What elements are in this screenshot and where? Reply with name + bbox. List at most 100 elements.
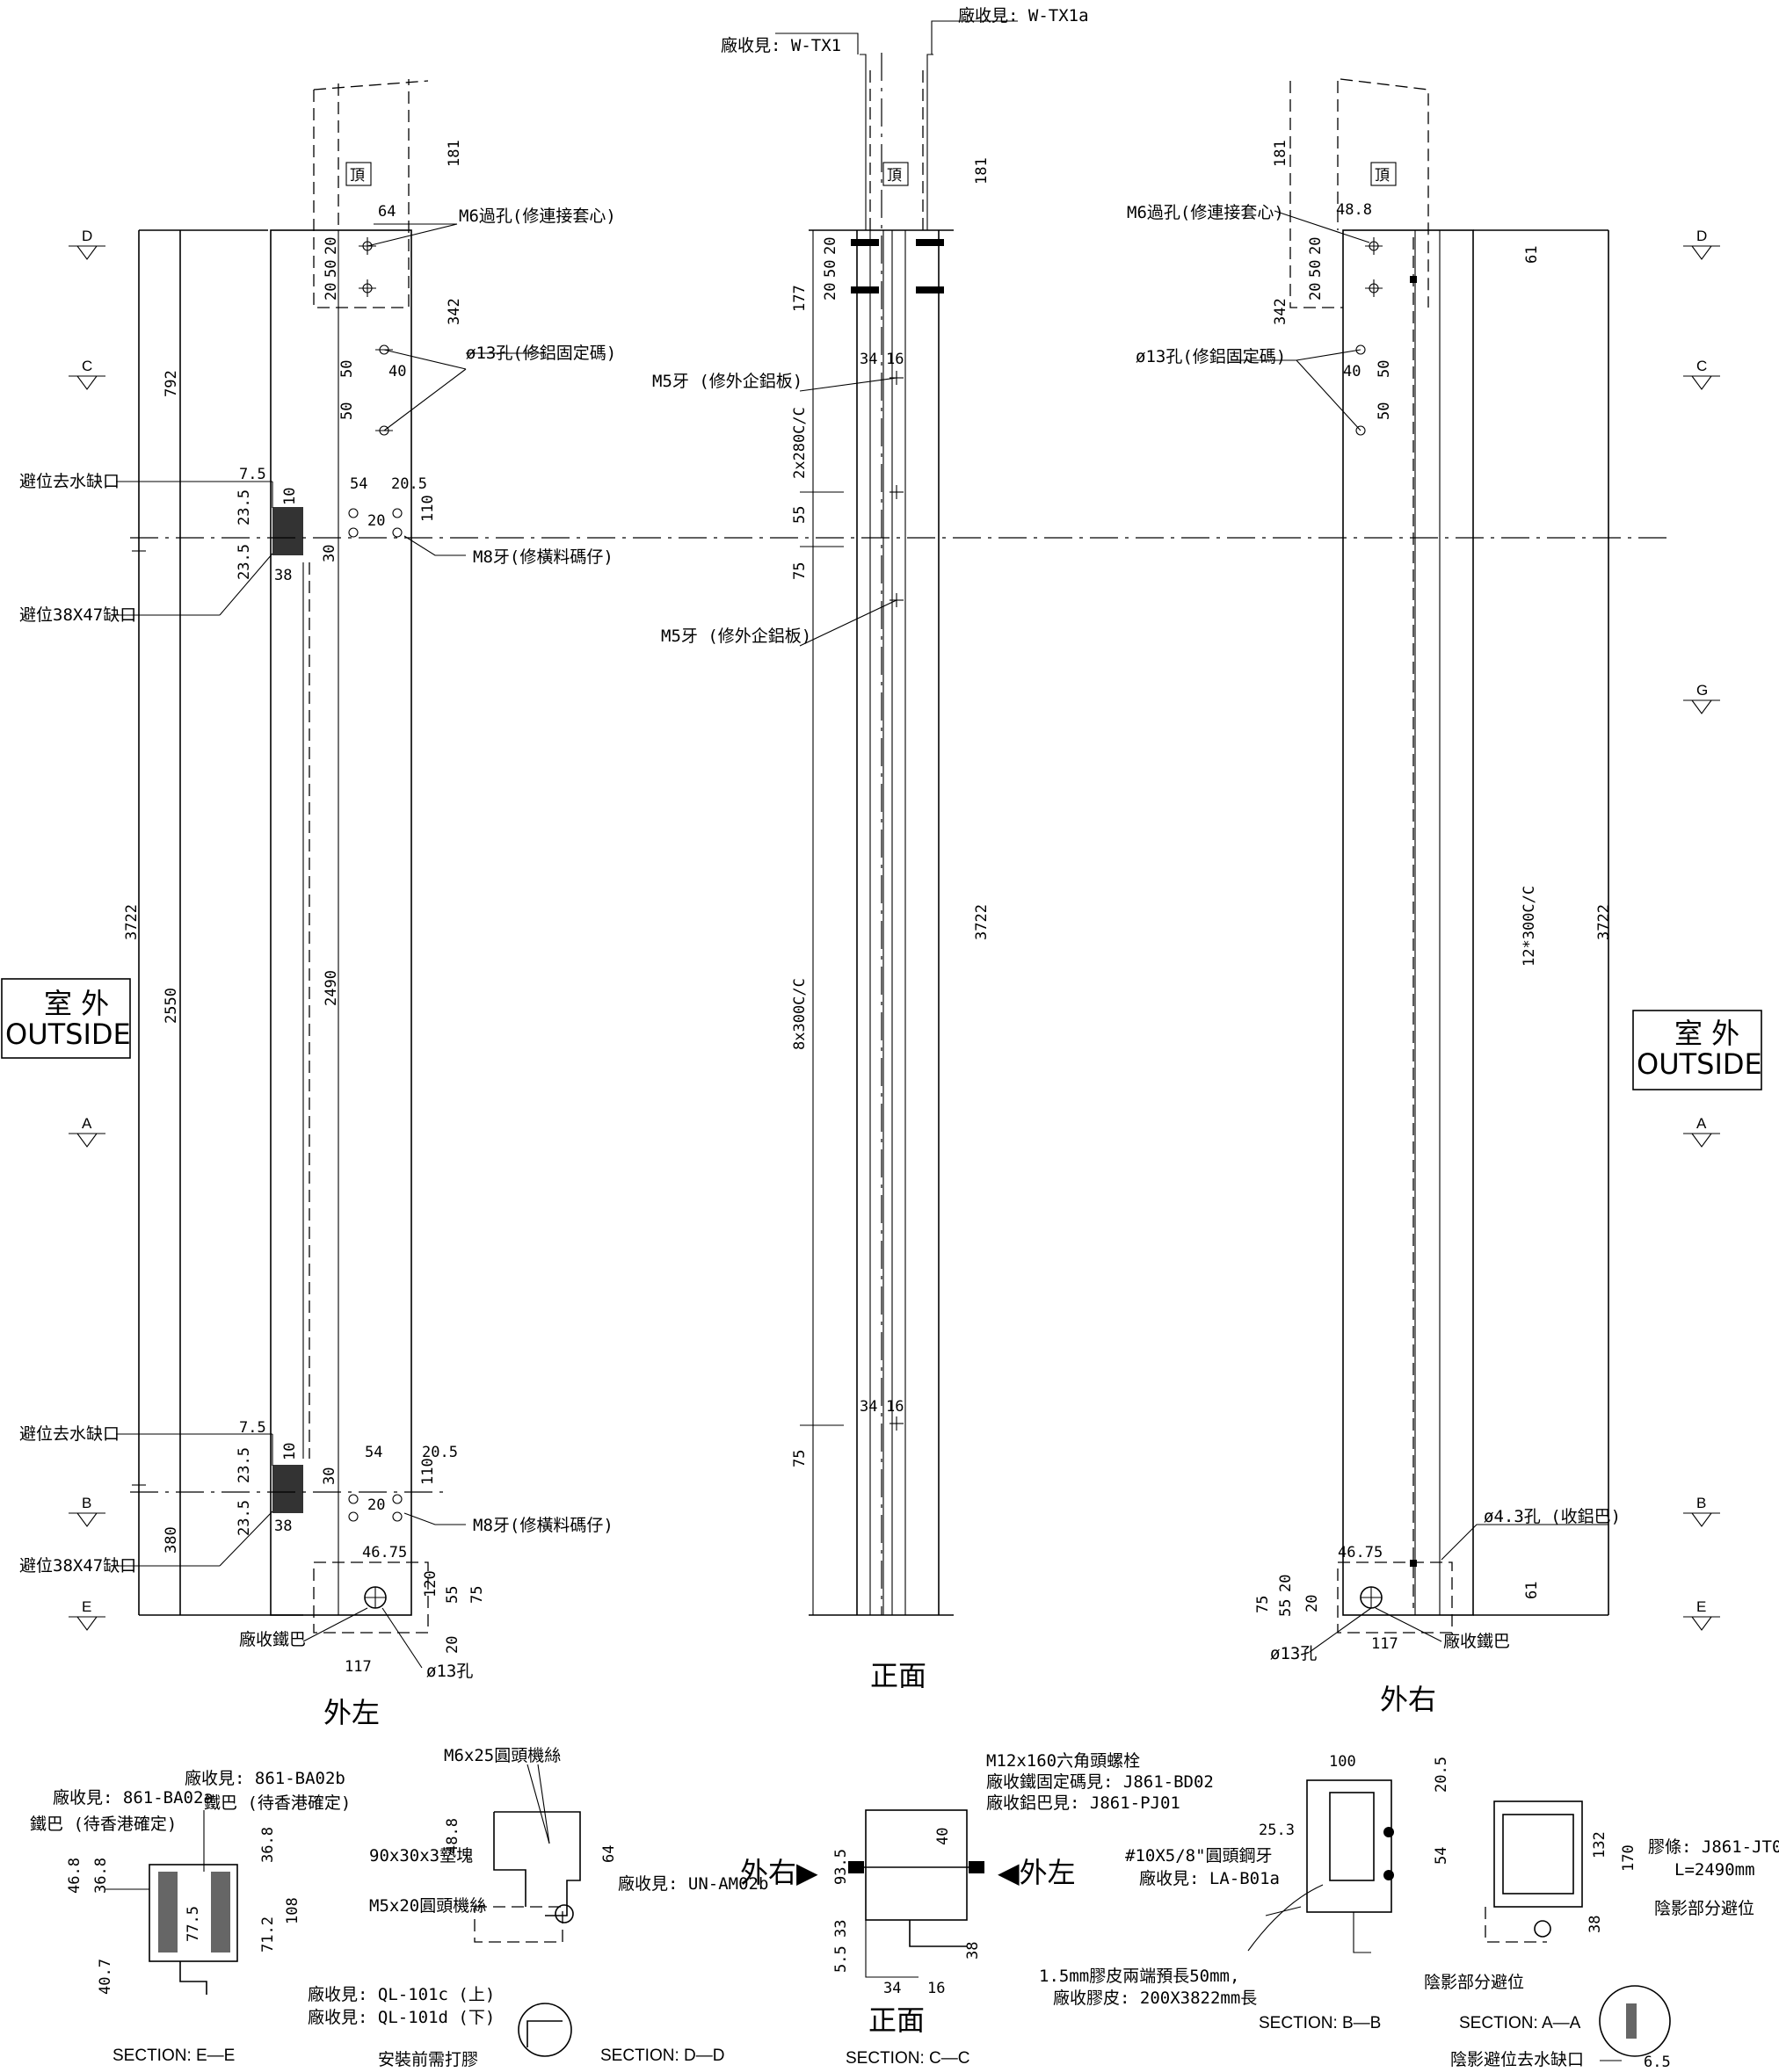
callout-notch-upper: 避位38X47缺口 [19, 605, 136, 625]
dim-left-23-5a: 23.5 [236, 489, 253, 525]
dim-left-50b: 50 [338, 360, 356, 378]
outside-box-left [1, 978, 131, 1059]
dim-right-48-8: 48.8 [1336, 201, 1372, 219]
callout-m6-right: M6過孔(修連接套心) [1127, 203, 1284, 222]
section-dd-dim-b: 64 [600, 1845, 618, 1863]
dim-left-38: 38 [274, 567, 292, 584]
dim-right-75: 75 [1254, 1596, 1272, 1613]
dim-right-342: 342 [1272, 298, 1289, 325]
callout-d13-bottom-left: ø13孔 [426, 1662, 473, 1681]
section-dd-glue: 安裝前需打膠 [378, 2050, 478, 2069]
dim-left-110b: 110 [419, 1458, 437, 1485]
outside-cn-left: 室 外 [44, 987, 109, 1020]
section-dd-dim-a: 48.8 [444, 1818, 461, 1854]
callout-iron-left: 廠收鐵巴 [239, 1629, 306, 1649]
section-ee-dim-g: 40.7 [97, 1959, 114, 1995]
view-label-front: 正面 [870, 1659, 926, 1692]
section-ee-dim-f: 77.5 [185, 1906, 202, 1942]
section-ee-dim-c: 36.8 [259, 1827, 277, 1863]
dim-left-30: 30 [321, 545, 338, 562]
dim-front-16b: 16 [886, 1398, 904, 1416]
dim-right-61: 61 [1523, 246, 1541, 264]
dim-right-20c: 20 [1277, 1575, 1295, 1592]
marker-c-right: C [1696, 358, 1707, 374]
dim-left-75: 75 [468, 1586, 486, 1604]
section-bb-rubber1: 1.5mm膠皮兩端預長50mm, [1039, 1967, 1239, 1986]
dim-left-110: 110 [419, 495, 437, 522]
section-bb-dim-b: 20.5 [1433, 1757, 1450, 1793]
section-ee-dim-d: 71.2 [259, 1916, 277, 1952]
outside-cn-right: 室 外 [1674, 1017, 1739, 1050]
dim-left-46-75: 46.75 [362, 1544, 407, 1561]
dim-front-8x300: 8x300C/C [791, 978, 809, 1050]
section-marker-glyphs [69, 245, 1720, 1631]
dim-right-20d: 20 [1303, 1595, 1321, 1612]
outside-box-right [1632, 1010, 1762, 1090]
callout-m6-left: M6過孔(修連接套心) [459, 206, 616, 226]
dim-front-55: 55 [791, 506, 809, 524]
section-dd-ref-d: 廠收見: QL-101d (下) [308, 2007, 495, 2027]
dim-left-50c: 50 [338, 402, 356, 420]
dim-left-55: 55 [444, 1586, 461, 1604]
section-cc-left-tag: 外右▶ [740, 1856, 818, 1889]
section-cc-title: SECTION: C—C [846, 2049, 969, 2068]
view-label-outer-right: 外右 [1380, 1683, 1436, 1716]
dim-left-40: 40 [388, 363, 406, 380]
dim-right-50c: 50 [1376, 402, 1393, 420]
dim-right-12x300: 12*300C/C [1521, 886, 1538, 967]
left-elevation [132, 79, 429, 1634]
dim-left-120: 120 [422, 1570, 439, 1597]
dim-left-20a: 20 [323, 237, 340, 255]
dim-left-380: 380 [163, 1526, 180, 1554]
callout-d13-bottom-right: ø13孔 [1270, 1644, 1317, 1663]
dim-left-20-5: 20.5 [391, 475, 427, 493]
section-dd-shim: 90x30x3墊塊 [369, 1846, 473, 1866]
dim-right-50b: 50 [1376, 360, 1393, 378]
dim-front-50: 50 [822, 260, 839, 278]
callout-notch-lower: 避位38X47缺口 [19, 1556, 136, 1576]
section-aa-drawing [1485, 1800, 1671, 2061]
section-cc-dim-d: 5.5 [832, 1945, 850, 1973]
dim-left-30b: 30 [321, 1467, 338, 1485]
dim-front-20: 20 [822, 237, 839, 255]
section-ee-ref-a: 廠收見: 861-BA02a [53, 1787, 214, 1808]
dim-right-40: 40 [1343, 363, 1361, 380]
dim-right-55: 55 [1277, 1599, 1295, 1617]
dim-left-23-5c: 23.5 [236, 1447, 253, 1483]
dim-right-3722: 3722 [1595, 904, 1613, 940]
dim-left-50a: 50 [323, 260, 340, 278]
marker-e-right: E [1696, 1598, 1706, 1615]
section-dd-title: SECTION: D—D [600, 2047, 724, 2065]
outside-en-left: OUTSIDE [5, 1018, 131, 1051]
section-aa-dim-b: 170 [1620, 1844, 1637, 1872]
top-mark-right: 頂 [1375, 167, 1390, 185]
callout-m5-upper: M5牙 (修外企鋁板) [652, 372, 802, 391]
front-ref-right: 廠收見: W-TX1a [958, 5, 1089, 25]
section-cc-dim-c: 33 [832, 1920, 850, 1938]
dim-left-54b: 54 [365, 1444, 382, 1461]
section-cc-dim-g: 16 [927, 1980, 945, 1997]
dim-left-2550: 2550 [163, 988, 180, 1024]
section-bb-screw: #10X5/8"圓頭鋼牙 [1125, 1846, 1273, 1866]
dim-left-7-5b: 7.5 [239, 1419, 266, 1437]
section-aa-drain: 陰影避位去水缺口 [1450, 2050, 1584, 2069]
section-aa-shadow1: 陰影部分避位 [1654, 1899, 1754, 1918]
section-dd-screw-top: M6x25圓頭機絲 [444, 1746, 561, 1765]
outside-en-right: OUTSIDE [1637, 1047, 1762, 1081]
section-ee-bar-right: 鐵巴 (待香港確定) [204, 1793, 351, 1813]
section-aa-strip1: 膠條: J861-JT01 [1648, 1837, 1779, 1857]
section-cc-drawing [848, 1809, 984, 1978]
dim-right-50: 50 [1307, 260, 1325, 278]
section-cc-view: 正面 [868, 2003, 925, 2037]
marker-g-right: G [1696, 682, 1708, 699]
callout-m5-lower: M5牙 (修外企鋁板) [661, 627, 811, 646]
dim-right-20b: 20 [1307, 283, 1325, 301]
section-bb-ref: 廠收見: LA-B01a [1139, 1868, 1280, 1888]
marker-b-left: B [82, 1495, 91, 1511]
section-bb-dim-c: 25.3 [1259, 1822, 1295, 1839]
dim-left-23-5b: 23.5 [236, 544, 253, 580]
dim-right-46-75: 46.75 [1338, 1544, 1383, 1561]
dim-front-34: 34 [860, 351, 877, 368]
dim-left-20b: 20 [323, 283, 340, 301]
